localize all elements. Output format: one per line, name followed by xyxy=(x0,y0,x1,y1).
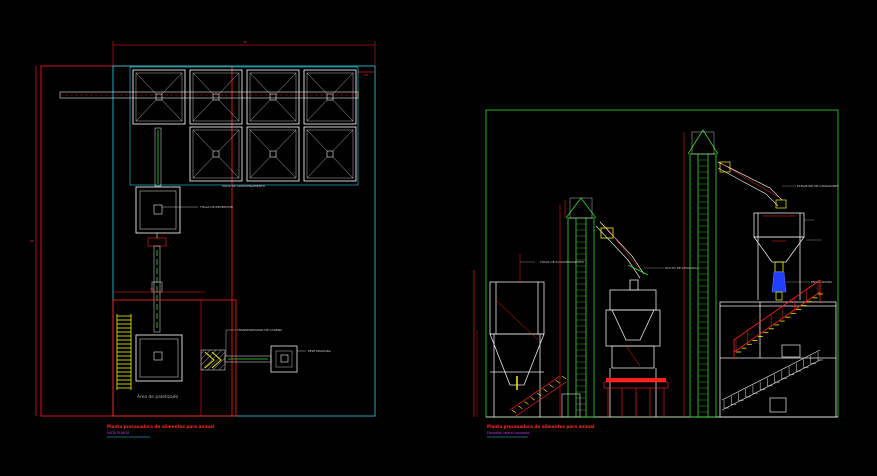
silo-cell xyxy=(246,126,300,182)
elevation-view: TOLVA DE ALMACENAMIENTO DUCTO DE DESCARG… xyxy=(473,109,839,438)
elev-platform-building xyxy=(719,301,837,418)
elev-chute-1 xyxy=(595,221,645,279)
silo-cell xyxy=(246,69,300,125)
plan-note-silos: SILOS DE ALMACENAMIENTO xyxy=(222,184,266,188)
silo-grid xyxy=(132,69,357,182)
elev-note-hopper: TOLVA DE ALMACENAMIENTO xyxy=(539,260,585,264)
plan-vertical-conveyor-1 xyxy=(154,127,162,187)
elev-chute-2 xyxy=(717,161,783,207)
silo-cell xyxy=(303,126,357,182)
elev-bucket-elevator-2 xyxy=(687,129,719,418)
elev-left-stair xyxy=(509,375,567,417)
elev-subtitle: Elevacion lateral izquierda xyxy=(487,431,529,435)
silo-cell xyxy=(303,69,357,125)
plan-hopper-1 xyxy=(135,186,181,234)
elev-red-platform xyxy=(606,378,666,382)
plan-note-pellet: PELETIZADORA xyxy=(308,349,332,353)
elev-note-chute: DUCTO DE DESCARGA xyxy=(665,266,700,270)
silo-cell xyxy=(132,69,186,125)
plan-dim-top: 30 xyxy=(243,40,247,44)
plan-dim-right-small: 10 xyxy=(364,73,368,77)
plan-building-outline xyxy=(112,65,376,417)
elev-upper-stair xyxy=(733,279,821,358)
plan-ladder xyxy=(116,314,132,390)
elev-mixer-tower xyxy=(605,279,661,417)
plan-mixer xyxy=(135,334,183,382)
plan-vertical-conveyor-2 xyxy=(153,245,161,333)
elev-right-silo xyxy=(753,212,805,300)
silo-conveyor xyxy=(59,91,359,99)
plan-note-hopper: TOLVA DE RECEPCION xyxy=(199,205,233,209)
plan-title: Planta procesadora de alimentos para ani… xyxy=(107,424,215,429)
elev-bagger xyxy=(771,261,787,301)
silo-cell xyxy=(189,126,243,182)
plan-view: 30 40 10 SILOS DE ALMACENAMIENTO TOLVA D… xyxy=(30,40,376,438)
elev-lower-stair xyxy=(721,344,821,413)
elev-bucket-elevator-1 xyxy=(565,197,597,418)
plan-pellet-box xyxy=(270,345,298,373)
elev-note-bag: ENSACADORA xyxy=(811,280,833,284)
plan-dim-left: 40 xyxy=(30,239,34,243)
elev-title: Planta procesadora de alimentos para ani… xyxy=(487,424,595,429)
silo-cell xyxy=(189,69,243,125)
elev-left-silo xyxy=(489,281,545,417)
elev-note-elevator: ELEVADOR DE CANGILONES xyxy=(797,184,839,188)
plan-subtitle: VISTA PLANTA xyxy=(107,431,130,435)
elev-frame xyxy=(485,109,839,418)
plan-note-conveyor: TRANSPORTADOR DE CADENA xyxy=(236,328,283,332)
plan-area-label: Area de paletizado xyxy=(137,394,179,400)
plan-dim-mid: 10 xyxy=(150,287,154,291)
